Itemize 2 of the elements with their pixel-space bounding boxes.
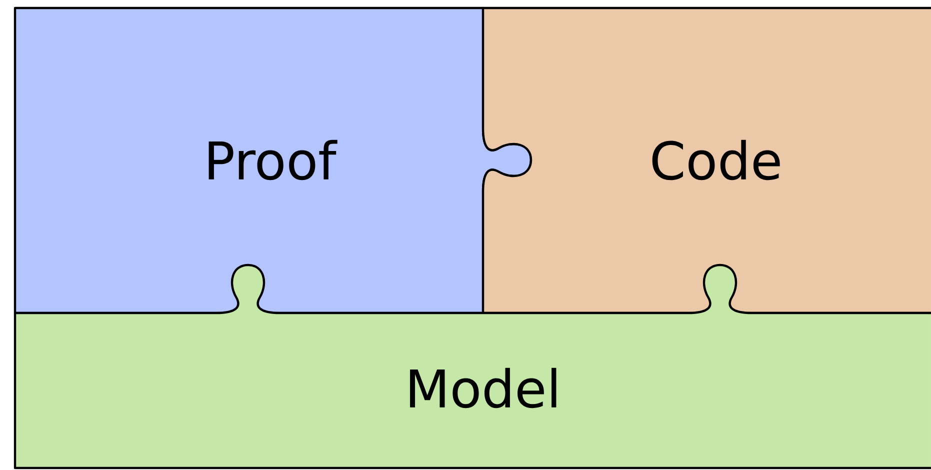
- puzzle-piece: Model: [14, 264, 931, 470]
- puzzle-piece: Proof: [14, 6, 532, 362]
